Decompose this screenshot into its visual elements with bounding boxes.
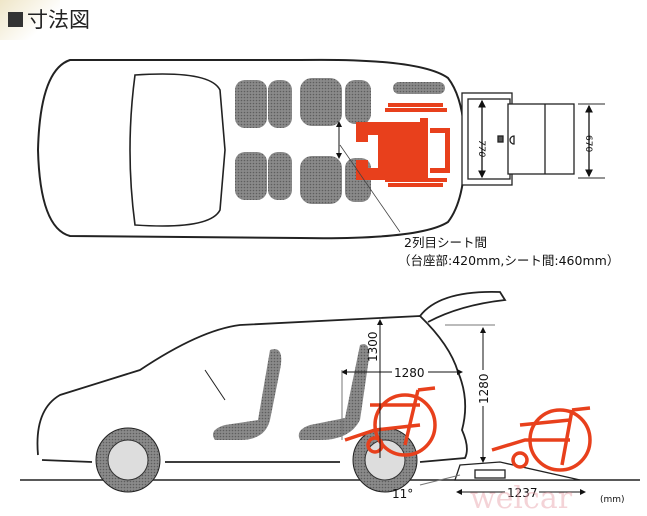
ramp-top-view — [461, 92, 605, 186]
diagram-title: 寸法図 — [8, 4, 90, 34]
ramp-width-670: 670 — [583, 135, 593, 152]
interior-length-1280: 1280 — [394, 366, 425, 380]
wheelchair-inside — [344, 386, 437, 457]
watermark: welcar — [470, 481, 573, 516]
ramp-angle: 11° — [392, 487, 413, 501]
wheels — [95, 427, 418, 493]
ramp-side — [454, 461, 581, 481]
interior-height-1300: 1300 — [366, 331, 380, 362]
side-seats — [212, 344, 369, 440]
ramp-length-1237: 1237 — [507, 486, 538, 500]
unit-label: (mm) — [600, 495, 625, 505]
top-view-car — [36, 58, 467, 240]
seat-gap-detail: （台座部:420mm,シート間:460mm） — [398, 253, 620, 268]
seat-gap-caption: 2列目シート間 — [404, 235, 487, 250]
side-view-car — [36, 290, 507, 463]
square-bullet-icon — [8, 11, 23, 27]
ramp-width-770: 770 — [476, 140, 486, 157]
door-height-1280: 1280 — [477, 373, 491, 404]
seats — [235, 78, 445, 204]
wheelchair-outside — [491, 406, 592, 472]
wheelchair-top-view — [356, 103, 450, 187]
title-text: 寸法図 — [27, 8, 90, 32]
